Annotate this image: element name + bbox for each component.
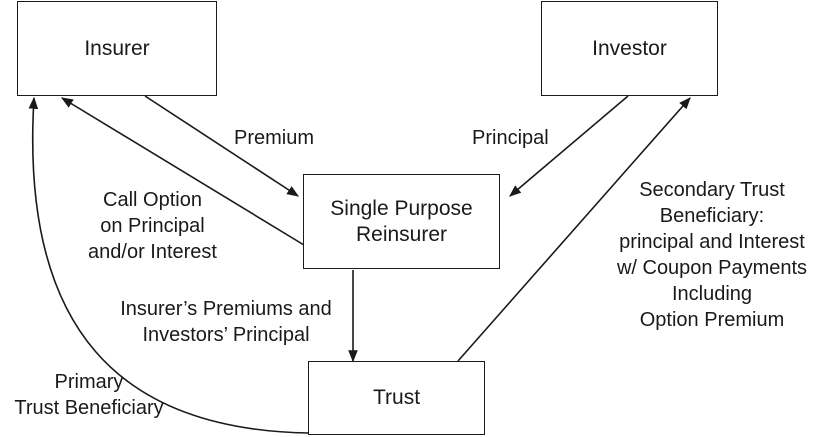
secondary-beneficiary-arrow: [457, 97, 691, 362]
insurer-label: Insurer: [84, 36, 150, 60]
primary-beneficiary-label: Primary Trust Beneficiary: [0, 369, 178, 421]
secondary-line4: w/ Coupon Payments: [616, 257, 808, 279]
investor-label: Investor: [592, 36, 667, 60]
to-trust-line2: Investors’ Principal: [142, 324, 310, 346]
primary-line1: Primary: [54, 371, 124, 393]
call-option-line1: Call Option: [103, 189, 202, 211]
to-trust-label: Insurer’s Premiums and Investors’ Princi…: [96, 296, 356, 348]
call-option-line3: and/or Interest: [88, 241, 217, 263]
secondary-line2: Beneficiary:: [659, 205, 765, 227]
call-option-label: Call Option on Principal and/or Interest: [70, 187, 235, 265]
reinsurer-node: Single Purpose Reinsurer: [303, 174, 500, 269]
primary-line2: Trust Beneficiary: [14, 397, 164, 419]
reinsurer-label-line1: Single Purpose: [330, 196, 473, 220]
secondary-line1: Secondary Trust: [639, 179, 785, 201]
secondary-line6: Option Premium: [639, 309, 785, 331]
insurer-node: Insurer: [17, 1, 217, 96]
secondary-line5: Including: [671, 283, 753, 305]
principal-label: Principal: [472, 127, 549, 149]
investor-node: Investor: [541, 1, 718, 96]
call-option-arrow: [60, 97, 305, 246]
secondary-beneficiary-label: Secondary Trust Beneficiary: principal a…: [596, 177, 827, 333]
reinsurer-label-line2: Reinsurer: [355, 222, 448, 246]
trust-node: Trust: [308, 361, 485, 435]
principal-arrow: [509, 95, 629, 197]
trust-label: Trust: [372, 386, 421, 409]
premium-label: Premium: [234, 127, 315, 149]
premium-arrow: [144, 95, 300, 197]
call-option-line2: on Principal: [100, 215, 205, 237]
primary-beneficiary-arrow: [28, 96, 310, 434]
secondary-line3: principal and Interest: [619, 231, 805, 253]
to-trust-line1: Insurer’s Premiums and: [120, 298, 332, 320]
